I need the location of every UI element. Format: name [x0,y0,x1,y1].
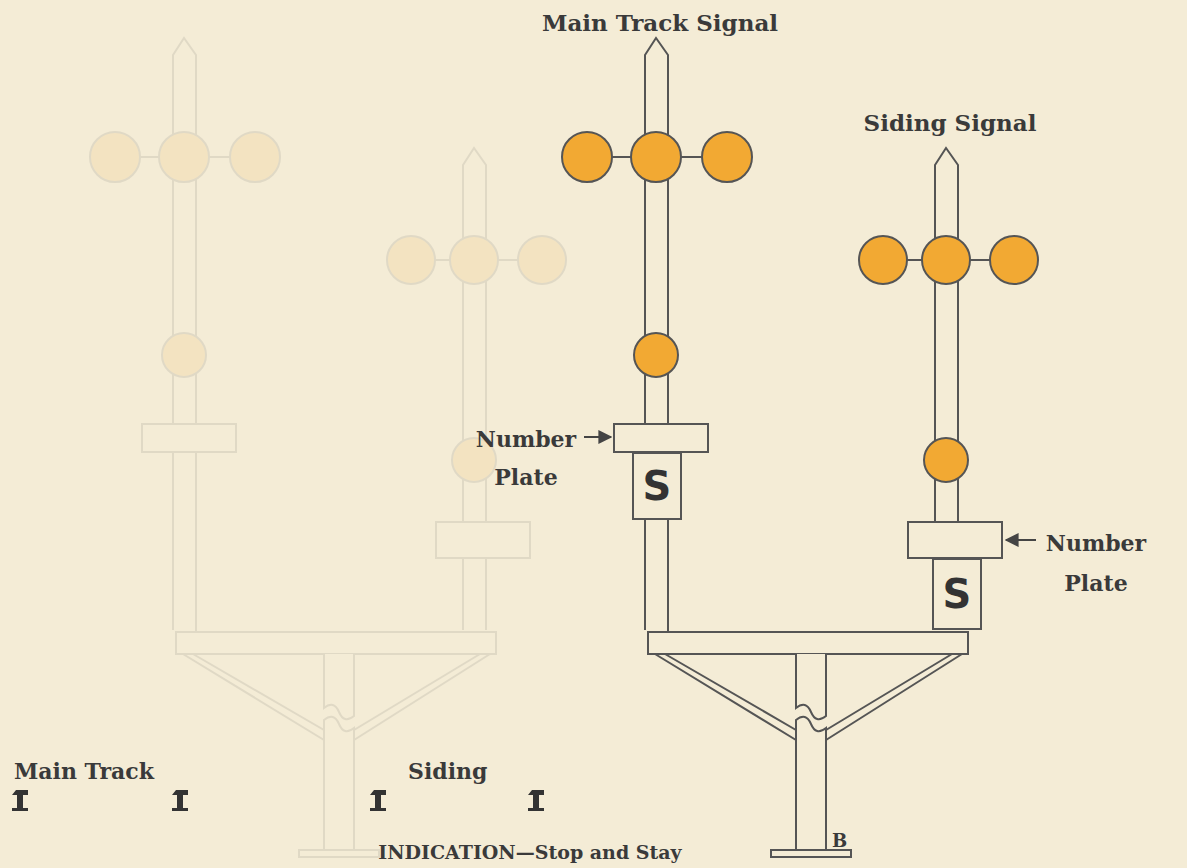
support-letter: B [832,826,862,856]
rail-symbols [12,790,544,811]
leader-arrow [1006,539,1036,541]
bracket-beam [648,632,968,654]
track-label: Siding [408,756,548,786]
signal-light [922,236,970,284]
number-plate [614,424,708,452]
signal-title: Siding Signal [840,108,1060,138]
plate-letter: S [643,466,672,506]
caption: INDICATION—Stop and Stay [300,840,760,864]
post-bottom [796,717,826,850]
signal-light [702,132,752,182]
plate-box: S [632,452,682,520]
post-top [796,654,826,719]
signal-light [859,236,907,284]
post-base [771,850,851,857]
plate-letter: S [943,574,972,614]
signal-light [562,132,612,182]
marker-light [634,333,678,377]
leader-arrow [584,436,611,438]
marker-light [924,438,968,482]
track-label: Main Track [14,756,214,786]
part-label: Number Plate [1040,523,1152,603]
plate-box: S [932,558,982,630]
part-label: Number Plate [470,420,582,496]
signal-light [990,236,1038,284]
signal-title: Main Track Signal [540,8,780,38]
signal-light [631,132,681,182]
number-plate [908,522,1002,558]
